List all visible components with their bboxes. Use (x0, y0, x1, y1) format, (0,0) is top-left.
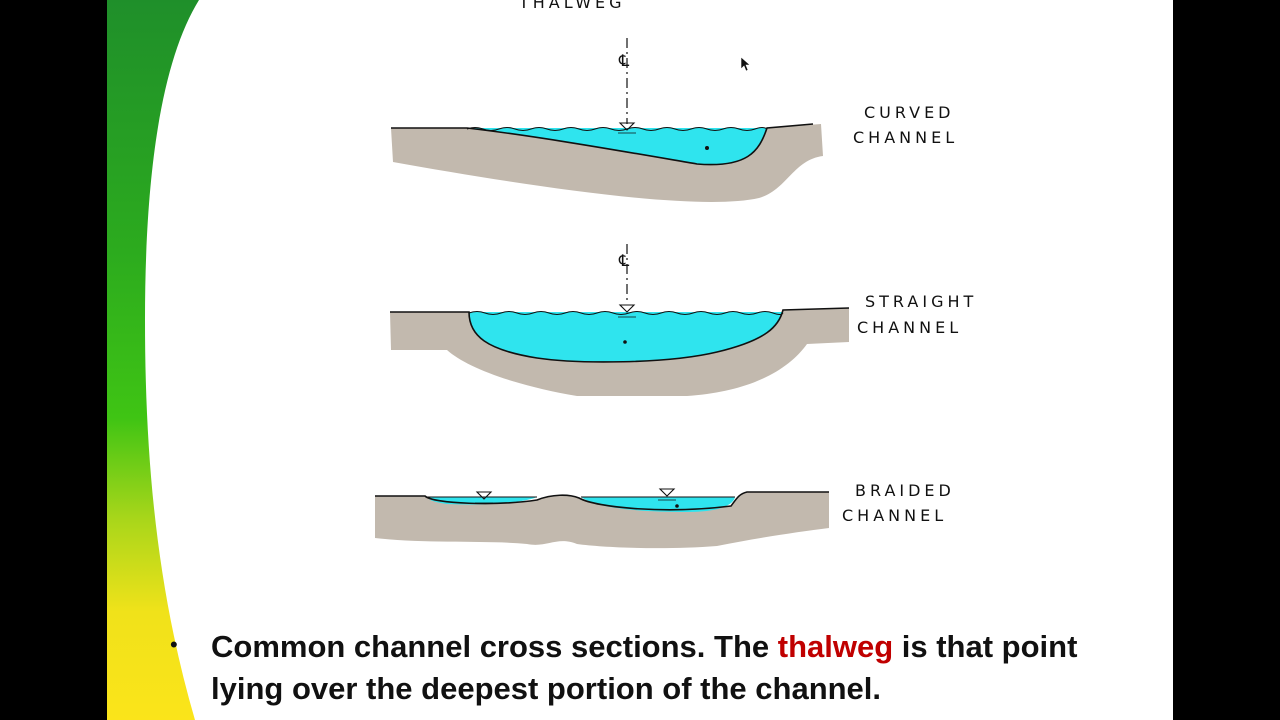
caption-text: Common channel cross sections. The thalw… (211, 626, 1151, 710)
braided-channel-water-right (581, 497, 735, 512)
curved-channel-water (467, 128, 767, 165)
curved-label-line2: CHANNEL (853, 128, 958, 147)
caption-part2: is that point lying over the deepest por… (211, 629, 1078, 706)
straight-centerline-symbol: ℄ (618, 251, 630, 270)
braided-channel-soil (375, 492, 829, 549)
curved-centerline-symbol: ℄ (618, 51, 630, 70)
braided-channel-section: BRAIDED CHANNEL (375, 481, 955, 549)
curved-channel-section: ℄ CURVED CHANNEL (391, 38, 958, 202)
braided-label-line2: CHANNEL (842, 506, 947, 525)
mouse-cursor-icon (740, 56, 750, 72)
caption-highlight-thalweg: thalweg (777, 629, 894, 664)
diagram-top-title: THALWEG (518, 0, 626, 12)
curved-label-line1: CURVED (864, 103, 955, 122)
straight-label-line2: CHANNEL (857, 318, 962, 337)
straight-channel-soil (390, 308, 849, 396)
curved-channel-soil (391, 124, 823, 202)
slide-decoration (107, 0, 199, 720)
straight-channel-section: ℄ STRAIGHT CHANNEL (390, 244, 977, 396)
channel-diagram: THALWEG ℄ CURVED CHANNEL ℄ STRA (375, 0, 977, 549)
green-sweep-shape (107, 0, 199, 720)
bullet-marker: • (170, 632, 178, 657)
straight-label-line1: STRAIGHT (865, 292, 977, 311)
braided-label-line1: BRAIDED (855, 481, 955, 500)
straight-channel-water (469, 312, 783, 362)
slide: THALWEG ℄ CURVED CHANNEL ℄ STRA (107, 0, 1173, 720)
caption-part1: Common channel cross sections. The (211, 629, 778, 664)
